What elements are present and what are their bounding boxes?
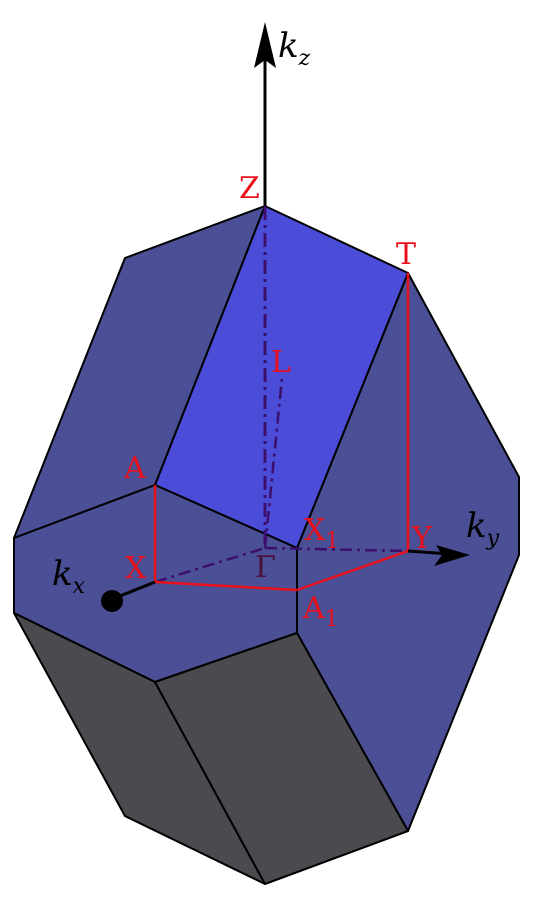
hidden-lines (154, 206, 409, 584)
kx-arrowhead (101, 590, 123, 612)
point-label-gamma: Γ (255, 550, 276, 585)
point-label-x1: X1 (304, 513, 339, 554)
ky-label: ky (466, 506, 500, 551)
kz-arrowhead (254, 22, 276, 68)
point-label-l: L (271, 345, 291, 380)
ky-hidden-segment (264, 546, 409, 553)
path-x-a1 (154, 580, 298, 592)
ky-arrowhead (434, 545, 470, 566)
path-a1-y (296, 549, 409, 592)
point-label-a1: A1 (302, 591, 339, 632)
point-label-a: A (123, 451, 146, 486)
point-label-y: Y (411, 521, 433, 556)
gamma-l-hidden-segment (263, 377, 284, 549)
kx-label: kx (52, 554, 86, 599)
kz-label: kz (278, 26, 311, 71)
point-label-x: X (125, 551, 147, 586)
point-label-t: T (396, 237, 416, 272)
symmetry-path (153, 273, 410, 592)
kx-hidden-segment (154, 546, 266, 584)
face-lower-right (154, 632, 409, 885)
kx-axis (114, 580, 156, 600)
point-label-z: Z (239, 171, 260, 206)
axes (101, 22, 470, 612)
